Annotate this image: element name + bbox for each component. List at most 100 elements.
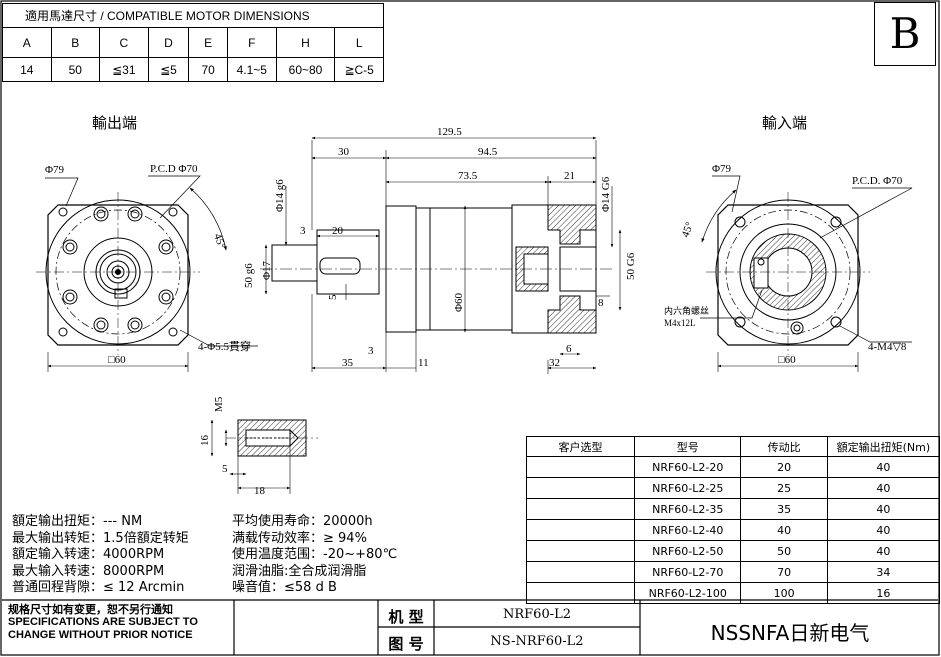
dim-32: 32 — [549, 357, 560, 369]
dim-d60: Φ60 — [453, 292, 465, 312]
model-label: 机 型 — [388, 608, 424, 626]
dim-73: 73.5 — [458, 170, 478, 182]
ratio-cell-torque: 40 — [826, 498, 941, 520]
spec-value: ≥ 94% — [323, 530, 367, 546]
motor-table-header: E — [188, 27, 228, 58]
dim-5: 5 — [327, 294, 339, 300]
notice-en-2: CHANGE WITHOUT PRIOR NOTICE — [8, 629, 193, 641]
change-notice: 规格尺寸如有变更，恕不另行通知 SPECIFICATIONS ARE SUBJE… — [8, 603, 230, 642]
motor-table-value: 4.1~5 — [226, 57, 277, 82]
ratio-cell-model: NRF60-L2-70 — [634, 561, 742, 583]
dim-square-left: □60 — [108, 354, 126, 366]
motor-table-value: ≦5 — [147, 57, 190, 82]
model-value: NRF60-L2 — [502, 607, 572, 622]
ratio-cell-model: NRF60-L2-40 — [634, 519, 742, 541]
spec-label: 润滑油脂: — [232, 563, 289, 579]
notice-en-1: SPECIFICATIONS ARE SUBJECT TO — [8, 616, 198, 628]
motor-table-value: ≦31 — [99, 57, 149, 82]
motor-table-value-row: 14 50 ≦31 ≦5 70 4.1~5 60~80 ≧C-5 — [2, 57, 384, 82]
notice-cn: 规格尺寸如有变更，恕不另行通知 — [8, 603, 173, 616]
motor-table-value: 50 — [50, 57, 100, 82]
dim-21: 21 — [564, 170, 575, 182]
motor-table-value: 60~80 — [275, 57, 336, 82]
spec-line: 額定输出扭矩：--- NM — [12, 514, 189, 531]
dim-20: 20 — [332, 225, 344, 237]
output-view-dims: Φ79 P.C.D Φ70 45° 4-Φ5.5貫穿 □60 — [45, 163, 251, 366]
dim-18: 18 — [254, 485, 266, 497]
motor-table-header-row: A B C D E F H L — [2, 27, 384, 58]
dim-pcd-left: P.C.D Φ70 — [150, 163, 198, 175]
sheet-letter: B — [889, 9, 921, 58]
spec-line: 平均使用寿命：20000h — [232, 514, 397, 531]
motor-table-title: 適用馬達尺寸 / COMPATIBLE MOTOR DIMENSIONS — [2, 3, 384, 28]
ratio-cell-torque: 16 — [826, 582, 941, 604]
ratio-header-customer: 客户选型 — [525, 436, 636, 457]
spec-value: -20~+80℃ — [323, 547, 398, 562]
ratio-header-ratio: 传动比 — [740, 436, 828, 457]
ratio-cell-customer — [525, 540, 636, 562]
dim-d79-left: Φ79 — [45, 164, 65, 176]
ratio-cell-ratio: 35 — [740, 498, 828, 520]
company-name: NSSNFA日新电气 — [710, 621, 870, 645]
drawing-number-value: NS-NRF60-L2 — [490, 634, 584, 649]
side-section-view — [260, 136, 622, 374]
ratio-cell-ratio: 40 — [740, 519, 828, 541]
spec-value: 4000RPM — [103, 547, 165, 562]
spec-value: --- NM — [103, 514, 143, 529]
spec-label: 噪音值 — [232, 580, 272, 595]
dim-50G6: 50 G6 — [625, 252, 637, 280]
spec-label: 满载传动效率： — [232, 530, 324, 546]
spec-label: 最大输入转速： — [12, 563, 104, 579]
specs-right: 平均使用寿命：20000h 满载传动效率：≥ 94% 使用温度范围：-20~+8… — [232, 514, 397, 597]
dim-m5: M5 — [213, 396, 225, 412]
output-end-label: 輸出端 — [92, 115, 137, 132]
dim-50g6: 50 g6 — [243, 263, 255, 288]
dim-overall: 129.5 — [437, 126, 462, 138]
dim-35: 35 — [342, 357, 354, 369]
ratio-cell-customer — [525, 561, 636, 583]
screw-label-size: M4x12L — [664, 318, 696, 328]
spec-line: 噪音值：≤58 d B — [232, 580, 397, 597]
dim-16: 16 — [199, 435, 211, 447]
spec-label: 使用温度范围： — [232, 547, 324, 562]
ratio-header-model: 型号 — [634, 436, 742, 457]
dim-d14g6: Φ14 g6 — [274, 179, 286, 212]
spec-line: 最大输出转矩：1.5倍額定转矩 — [12, 531, 189, 548]
dim-square-right: □60 — [778, 354, 796, 366]
ratio-cell-torque: 40 — [826, 519, 941, 541]
spec-label: 最大输出转矩： — [12, 530, 104, 546]
motor-table-header: D — [147, 27, 190, 58]
ratio-cell-model: NRF60-L2-20 — [634, 456, 742, 478]
spec-label: 平均使用寿命： — [232, 514, 324, 529]
sheet-letter-box: B — [874, 2, 936, 66]
spec-label: 額定输出扭矩： — [12, 514, 104, 529]
dim-pcd-right: P.C.D. Φ70 — [852, 175, 903, 187]
ratio-cell-model: NRF60-L2-100 — [634, 582, 742, 604]
ratio-cell-torque: 40 — [826, 477, 941, 499]
ratio-cell-customer — [525, 498, 636, 520]
dim-8: 8 — [598, 297, 604, 309]
screw-label-cn: 内六角螺丝 — [664, 305, 709, 316]
spec-value: 全合成润滑脂 — [288, 563, 367, 579]
dim-detail-5: 5 — [222, 463, 228, 475]
motor-table-value: 14 — [2, 57, 52, 82]
spec-line: 普通回程背隙：≤ 12 Arcmin — [12, 580, 189, 597]
output-bolt-holes — [58, 206, 178, 337]
input-end-label: 輸入端 — [762, 115, 807, 132]
dim-94: 94.5 — [478, 146, 498, 158]
motor-table-value: 70 — [188, 57, 228, 82]
motor-table-value: ≧C-5 — [334, 57, 384, 82]
ratio-table-header-row: 客户选型 型号 传动比 額定输出扭矩(Nm) — [525, 436, 941, 457]
dim-d14G6: Φ14 G6 — [600, 176, 612, 212]
key-detail-view — [210, 419, 318, 494]
dim-holes-right: 4-M4▽8 — [868, 341, 907, 353]
spec-value: 8000RPM — [103, 563, 165, 579]
output-end-view: 輸出端 — [36, 115, 258, 372]
spec-line: 額定输入转速：4000RPM — [12, 547, 189, 564]
